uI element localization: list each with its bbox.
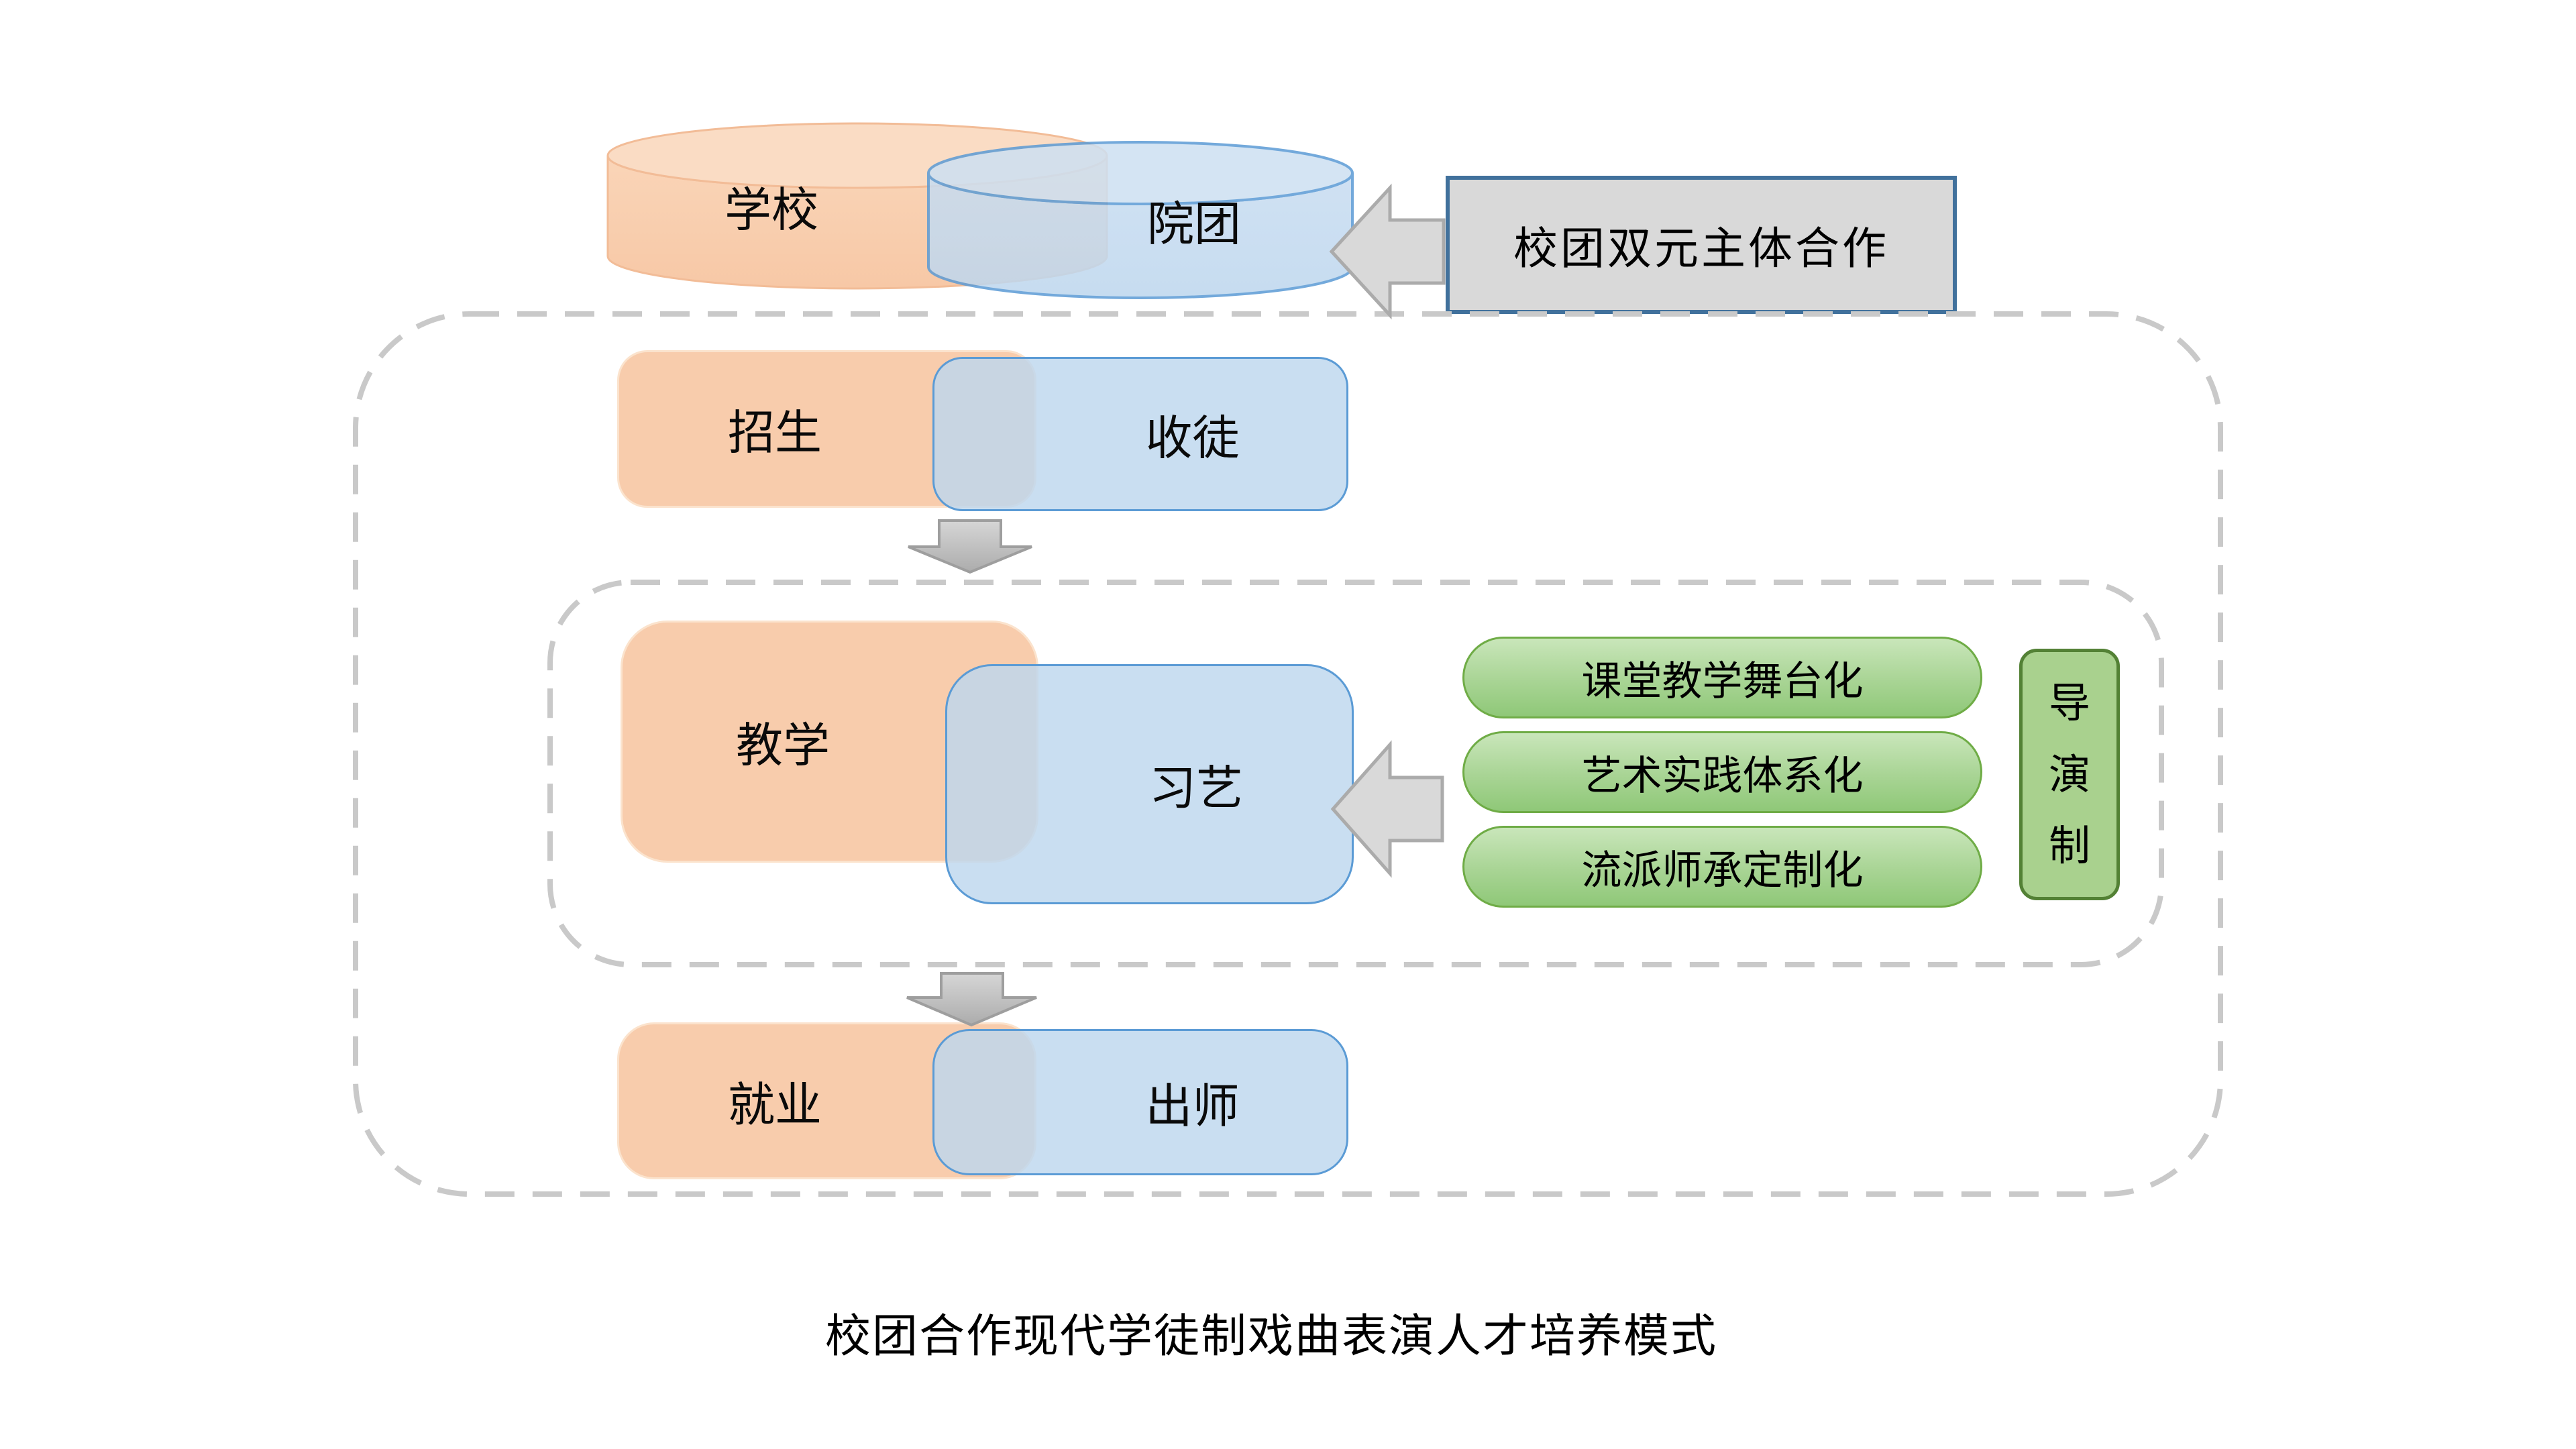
- teaching-label: 教学: [736, 718, 830, 773]
- learning-label: 习艺: [1149, 760, 1243, 816]
- cooperation-box: 校团双元主体合作: [1446, 176, 1957, 314]
- school-cylinder-label: 学校: [724, 182, 818, 237]
- recruitment-label: 招生: [728, 405, 822, 460]
- employment-label: 就业: [728, 1077, 822, 1132]
- graduation-label: 出师: [1145, 1078, 1240, 1134]
- cooperation-label: 校团双元主体合作: [1513, 223, 1889, 274]
- troupe-cylinder-label: 院团: [1147, 196, 1241, 252]
- diagram-title: 校团合作现代学徒制戏曲表演人才培养模式: [824, 1310, 1717, 1363]
- apprentice-label: 收徒: [1145, 410, 1240, 466]
